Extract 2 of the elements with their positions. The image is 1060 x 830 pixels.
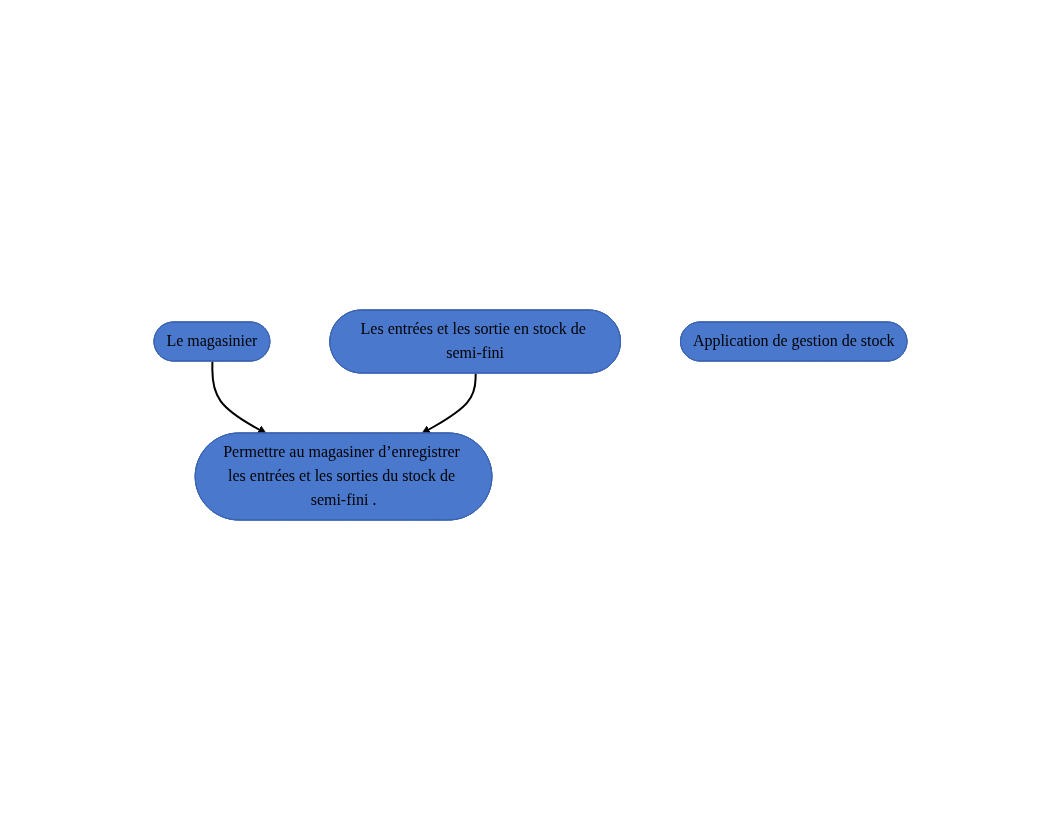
arrow <box>210 360 267 434</box>
arrow <box>421 372 477 434</box>
